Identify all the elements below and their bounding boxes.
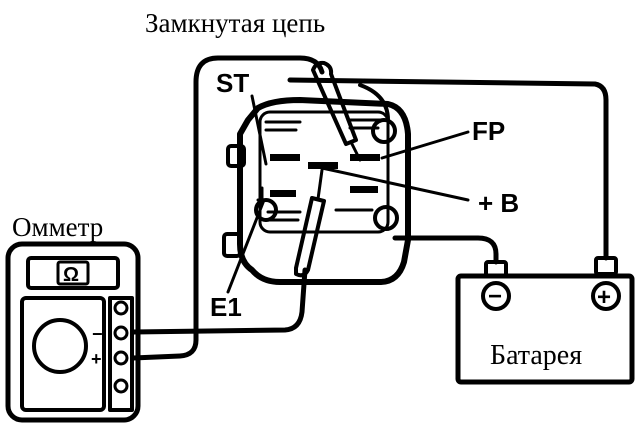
wire-ohmmeter-plus-to-st [130,55,325,361]
ohmmeter-body [5,241,141,423]
battery-label: Батарея [490,340,582,371]
plus-mark: + [91,349,102,369]
ohmmeter-label: Омметр [12,212,103,242]
relay-inner-plate [258,110,390,234]
terminal-fp-bar [350,154,380,161]
jack-minus[interactable] [113,325,129,341]
leader-b [320,166,470,202]
relay-boss-bottom-right [373,205,399,231]
ohmmeter-display-inner [56,260,90,286]
jack-bottom[interactable] [113,378,129,394]
terminal-st-bar [270,154,300,161]
terminal-b-bar [350,186,378,193]
jack-top[interactable] [113,300,129,316]
wire-battery-plus [287,77,609,261]
leader-e1 [226,198,266,294]
relay-tab-bottom [222,232,242,258]
leader-fp [380,130,470,160]
relay-tab-top [226,144,246,168]
ohmmeter-panel [20,296,106,412]
wire-ohmmeter-minus-to-probe [130,267,308,335]
terminal-e1-bar [270,190,296,197]
probe-upper-tip [349,140,362,162]
probe-lower-tip [316,168,324,201]
leader-lines [226,94,470,294]
probes [294,60,362,278]
relay [222,97,411,285]
leader-st [250,94,268,166]
label-b-plus: + B [478,188,519,218]
diagram-title: Замкнутая цепь [145,8,325,38]
minus-mark: − [92,324,103,344]
battery-negative-sign: − [488,283,502,310]
relay-bottom-slots [266,208,374,222]
battery-body [455,273,635,385]
battery: − + Батарея [455,256,635,385]
battery-positive-sign: + [597,284,611,311]
ohmmeter: Омметр Ω − + [5,212,141,423]
probe-lower [294,196,326,278]
battery-positive-terminal [591,281,621,311]
relay-housing [237,97,411,285]
terminal-center-bar [308,162,338,169]
label-st: ST [216,68,249,98]
wire-battery-minus [392,235,499,265]
battery-negative-terminal [481,281,511,311]
relay-top-slots [264,118,382,132]
ohmmeter-display [26,256,120,290]
wires [130,55,609,361]
jack-plus[interactable] [113,350,129,366]
relay-boss-top-right [371,118,397,144]
label-fp: FP [472,116,505,146]
probe-upper [311,60,358,146]
ohmmeter-dial [32,318,88,374]
ohm-symbol: Ω [63,264,79,286]
ohmmeter-jack-strip [108,296,134,412]
label-e1: E1 [210,292,242,322]
